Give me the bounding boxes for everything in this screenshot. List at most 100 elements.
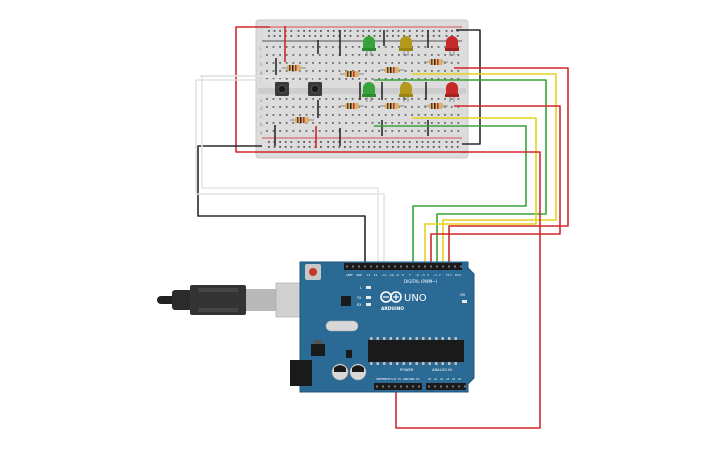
header-pin — [376, 385, 378, 388]
pin-label: ~5 — [421, 273, 425, 277]
breadboard-hole — [384, 130, 387, 132]
breadboard-hole — [349, 141, 352, 143]
resistor — [340, 71, 364, 77]
breadboard-hole — [451, 146, 453, 148]
breadboard-hole — [351, 122, 354, 124]
breadboard-hole — [411, 114, 413, 116]
breadboard-hole — [318, 130, 321, 132]
header-pin — [428, 385, 430, 388]
breadboard-hole — [318, 122, 321, 124]
breadboard-hole — [318, 54, 321, 56]
breadboard-hole — [285, 62, 288, 64]
breadboard-hole — [292, 114, 295, 116]
breadboard-hole — [417, 46, 420, 48]
breadboard-hole — [327, 30, 329, 32]
breadboard-hole — [351, 78, 354, 80]
breadboard-hole — [417, 78, 420, 80]
breadboard-hole — [338, 146, 341, 148]
breadboard-hole — [312, 70, 314, 72]
breadboard-hole — [391, 114, 394, 116]
push-button[interactable] — [275, 82, 289, 96]
breadboard-hole — [299, 62, 301, 64]
breadboard-hole — [320, 141, 322, 143]
breadboard-hole — [444, 114, 446, 116]
pin-label-vin: Vin — [416, 378, 420, 381]
pin-label: 13 — [367, 273, 371, 277]
reset-button-cap[interactable] — [309, 268, 317, 276]
status-leds: L TX RX ON — [356, 286, 467, 307]
pin-label: ~6 — [415, 273, 419, 277]
resistors — [282, 59, 448, 123]
breadboard-hole — [332, 62, 334, 64]
breadboard-hole — [279, 46, 281, 48]
header-pin — [458, 385, 460, 388]
breadboard-hole — [408, 35, 411, 37]
breadboard-hole — [297, 35, 300, 37]
resistor — [290, 117, 314, 123]
pin-label: ~10 — [388, 273, 394, 277]
header-pin — [454, 265, 456, 268]
pin-label-gnd: GND — [409, 378, 415, 381]
breadboard-hole — [417, 54, 420, 56]
digital-header-label: DIGITAL (PWM~) — [404, 279, 438, 284]
breadboard-hole — [416, 146, 418, 148]
breadboard-hole — [397, 30, 400, 32]
breadboard-hole — [332, 130, 334, 132]
chip-pin — [402, 362, 405, 365]
breadboard-hole — [444, 70, 446, 72]
row-letter: h — [260, 62, 263, 67]
header-pin — [442, 265, 444, 268]
breadboard-hole — [266, 62, 268, 64]
breadboard-hole — [398, 54, 400, 56]
breadboard-hole — [437, 78, 440, 80]
header-pin — [394, 265, 396, 268]
chip-pin — [396, 362, 399, 365]
push-button[interactable] — [308, 82, 322, 96]
l-led-label: L — [360, 286, 362, 290]
breadboard-hole — [273, 30, 276, 32]
breadboard-hole — [279, 106, 281, 108]
led-yellow — [399, 36, 413, 56]
breadboard-hole — [450, 62, 453, 64]
breadboard-hole — [344, 30, 346, 32]
chip-pin — [454, 337, 457, 340]
breadboard-hole — [445, 141, 448, 143]
breadboard-hole — [411, 130, 413, 132]
breadboard-hole — [408, 146, 411, 148]
breadboard-hole — [445, 146, 448, 148]
row-letter: g — [260, 70, 263, 75]
breadboard-hole — [378, 130, 380, 132]
breadboard-hole — [457, 54, 460, 56]
pin-label-aref: AREF — [346, 273, 353, 277]
breadboard-hole — [279, 70, 281, 72]
brand-label: ARDUINO — [381, 306, 404, 312]
breadboard-hole — [384, 62, 387, 64]
header-pin — [412, 385, 414, 388]
breadboard-hole — [445, 30, 448, 32]
breadboard-hole — [378, 54, 380, 56]
breadboard-hole — [365, 130, 367, 132]
chip-pin — [435, 337, 438, 340]
breadboard-hole — [356, 146, 359, 148]
breadboard-hole — [362, 35, 365, 37]
pin-label: 2 — [439, 273, 441, 277]
breadboard-hole — [438, 141, 441, 143]
breadboard-hole — [318, 78, 321, 80]
chip-pin — [454, 362, 457, 365]
breadboard-hole — [273, 146, 276, 148]
breadboard-hole — [318, 98, 321, 100]
breadboard-hole — [312, 54, 314, 56]
pin-label: A2 — [440, 378, 444, 381]
breadboard-hole — [424, 130, 427, 132]
wire-red-power — [235, 26, 466, 153]
header-pin — [412, 265, 414, 268]
breadboard-hole — [371, 62, 374, 64]
breadboard-hole — [391, 122, 394, 124]
pin-label: 12 — [374, 273, 378, 277]
breadboard-hole — [417, 70, 420, 72]
breadboard-hole — [457, 46, 460, 48]
breadboard-hole — [320, 146, 322, 148]
breadboard-hole — [279, 35, 281, 37]
breadboard-hole — [408, 141, 411, 143]
breadboard-hole — [391, 62, 394, 64]
